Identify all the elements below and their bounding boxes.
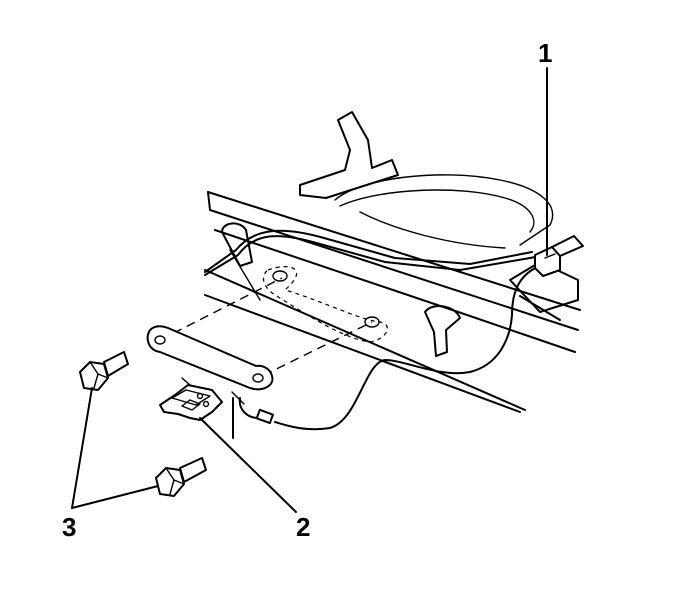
floor-pan-outline (299, 111, 554, 249)
callout-1: 1 (538, 38, 552, 68)
callout-3: 3 (62, 512, 76, 542)
frame-mount-holes (263, 266, 388, 343)
bolt-lower (155, 457, 207, 497)
callout-leaders (71, 67, 548, 513)
sensor-module (159, 377, 223, 421)
callout-2: 2 (296, 512, 310, 542)
sensor-bracket (146, 325, 274, 391)
sensor-pigtail (231, 391, 274, 425)
sensor-wire-harness (204, 229, 546, 431)
harness-connector (534, 235, 584, 277)
bolt-upper (79, 351, 129, 391)
